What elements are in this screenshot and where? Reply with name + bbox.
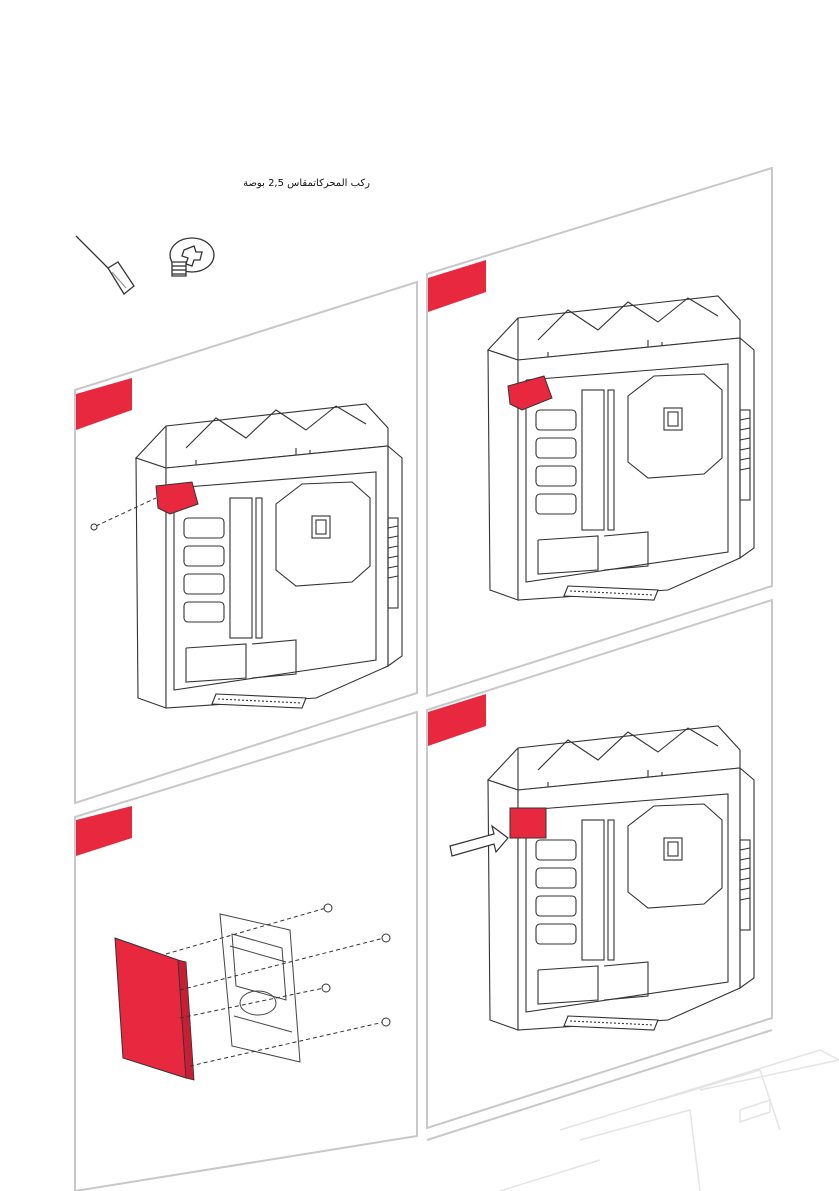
step1-illustration [136,404,402,708]
screwdriver-icon [76,236,134,294]
step-badge-1 [76,378,132,430]
step-badge-4 [428,694,486,746]
step4-illustration [488,726,754,1030]
step3-illustration [115,904,390,1080]
screw-icon [170,238,214,276]
background-decoration [500,1050,839,1191]
step2-illustration [488,296,754,600]
step-badge-2 [428,260,486,312]
